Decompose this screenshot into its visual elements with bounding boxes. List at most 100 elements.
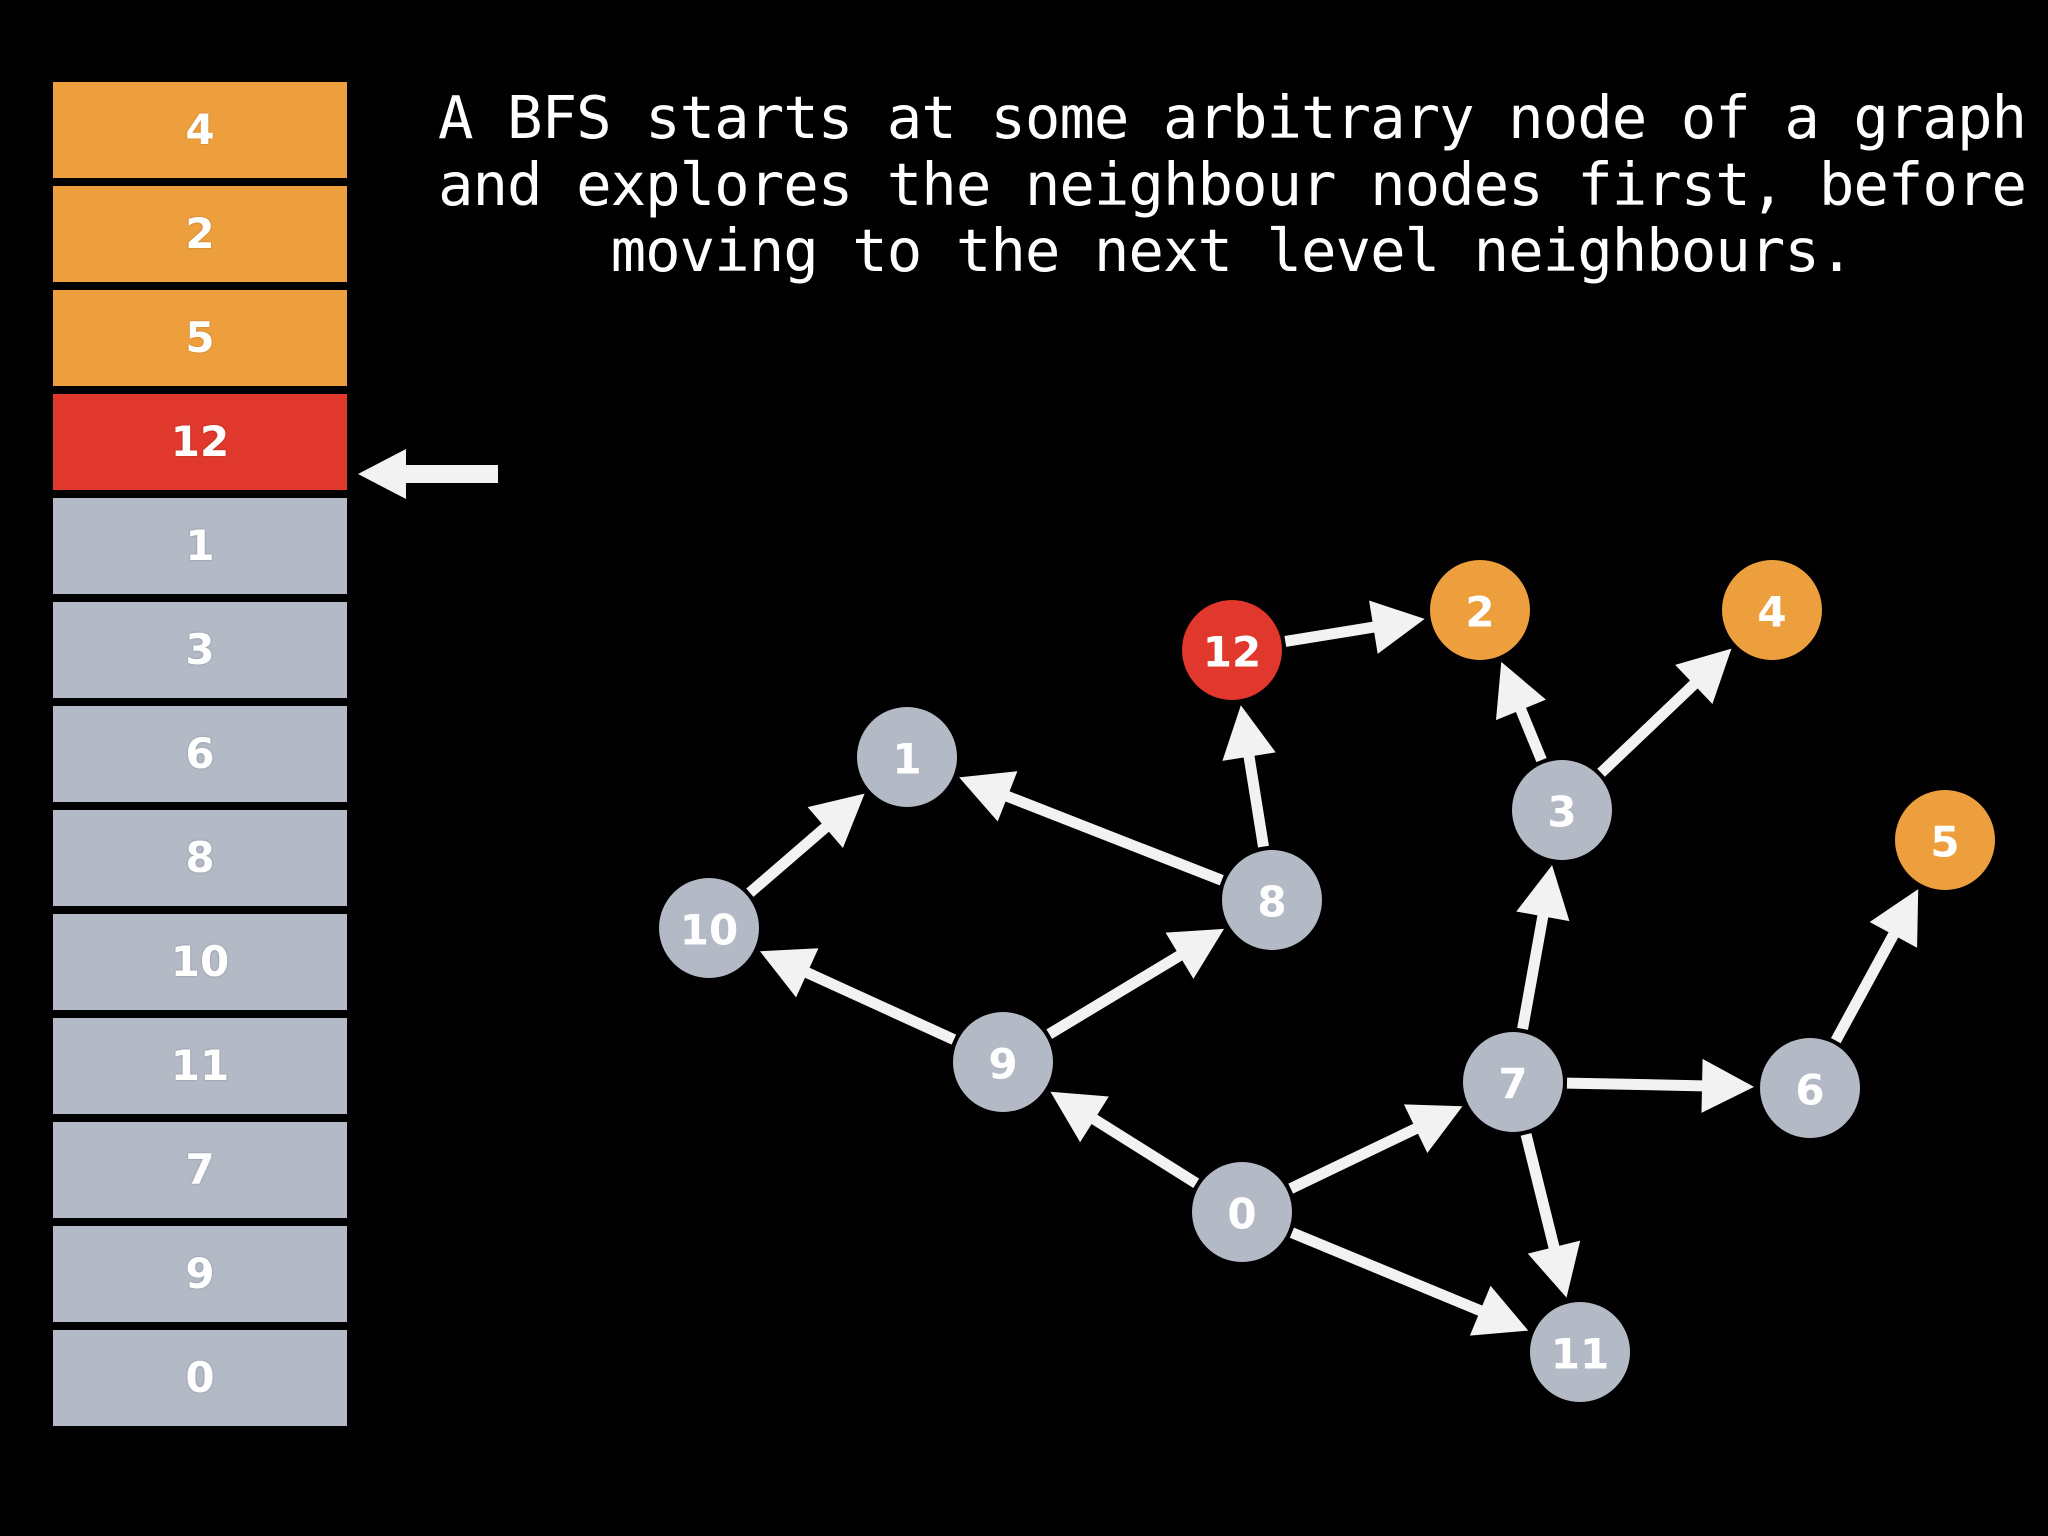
graph-node-circle: [1192, 1162, 1292, 1262]
graph-node-8[interactable]: 8: [1222, 850, 1322, 950]
graph-node-label: 6: [1795, 1066, 1824, 1115]
graph-node-circle: [1895, 790, 1995, 890]
edge-arrowhead-icon: [759, 948, 819, 998]
graph-node-label: 7: [1498, 1060, 1527, 1109]
queue-cell-5[interactable]: 5: [53, 290, 347, 386]
queue-cell-8[interactable]: 8: [53, 810, 347, 906]
edge-arrowhead-icon: [1701, 1058, 1755, 1113]
queue-cell-label: 2: [185, 209, 215, 258]
edge-arrowhead-icon: [959, 771, 1018, 822]
graph-node-3[interactable]: 3: [1512, 760, 1612, 860]
graph-node-1[interactable]: 1: [857, 707, 957, 807]
queue-cell-label: 7: [185, 1145, 215, 1194]
graph-node-label: 0: [1227, 1190, 1256, 1239]
graph-edges: [746, 600, 1919, 1336]
caption-text: A BFS starts at some arbitrary node of a…: [438, 83, 2027, 286]
queue-cell-4[interactable]: 4: [53, 82, 347, 178]
graph-edge-0-to-11: [1289, 1227, 1529, 1336]
queue-cell-9[interactable]: 9: [53, 1226, 347, 1322]
graph-edge-10-to-1: [746, 793, 865, 897]
edge-arrowhead-icon: [1869, 889, 1919, 948]
graph-node-12[interactable]: 12: [1182, 600, 1282, 700]
queue-cell-3[interactable]: 3: [53, 602, 347, 698]
graph-node-5[interactable]: 5: [1895, 790, 1995, 890]
queue-cell-7[interactable]: 7: [53, 1122, 347, 1218]
graph-node-label: 8: [1257, 878, 1286, 927]
graph-node-circle: [1222, 850, 1322, 950]
graph-node-label: 9: [988, 1040, 1017, 1089]
graph-node-0[interactable]: 0: [1192, 1162, 1292, 1262]
graph-node-circle: [1463, 1032, 1563, 1132]
graph-edge-0-to-7: [1288, 1104, 1463, 1194]
graph-node-circle: [1512, 760, 1612, 860]
edge-arrowhead-icon: [1222, 705, 1276, 761]
graph-node-circle: [857, 707, 957, 807]
graph-edge-8-to-1: [959, 771, 1224, 886]
queue-cell-label: 1: [185, 521, 215, 570]
graph-node-circle: [1722, 560, 1822, 660]
graph-node-9[interactable]: 9: [953, 1012, 1053, 1112]
queue-cell-1[interactable]: 1: [53, 498, 347, 594]
edge-arrowhead-icon: [1369, 600, 1425, 654]
graph-node-label: 3: [1547, 788, 1576, 837]
queue-cell-label: 10: [170, 937, 230, 986]
edge-arrowhead-icon: [1469, 1285, 1529, 1336]
graph-node-circle: [1182, 600, 1282, 700]
edge-arrowhead-icon: [1527, 1240, 1581, 1298]
queue-cell-11[interactable]: 11: [53, 1018, 347, 1114]
graph-edge-7-to-3: [1516, 865, 1570, 1030]
queue-cell-10[interactable]: 10: [53, 914, 347, 1010]
graph-node-10[interactable]: 10: [659, 878, 759, 978]
queue-cell-label: 12: [170, 417, 230, 466]
queue-cell-label: 8: [185, 833, 215, 882]
queue-cell-label: 3: [185, 625, 215, 674]
edge-arrowhead-icon: [1403, 1104, 1463, 1154]
queue-cell-label: 9: [185, 1249, 215, 1298]
graph-node-circle: [659, 878, 759, 978]
queue-cell-2[interactable]: 2: [53, 186, 347, 282]
graph-node-label: 10: [680, 906, 738, 955]
edge-arrowhead-icon: [1675, 648, 1732, 705]
graph-edge-7-to-6: [1566, 1058, 1755, 1113]
graph-node-circle: [1430, 560, 1530, 660]
queue-cell-label: 4: [185, 105, 215, 154]
edge-arrowhead-icon: [1516, 865, 1570, 922]
graph-node-7[interactable]: 7: [1463, 1032, 1563, 1132]
graph-edge-9-to-8: [1046, 928, 1225, 1039]
edge-arrowhead-icon: [1165, 928, 1225, 979]
queue-pointer-arrow-icon: [358, 449, 498, 499]
graph-node-label: 1: [892, 735, 921, 784]
graph-node-label: 11: [1551, 1330, 1609, 1379]
queue-cell-12[interactable]: 12: [53, 394, 347, 490]
graph-edge-8-to-12: [1222, 705, 1276, 848]
graph-edge-0-to-9: [1050, 1091, 1200, 1188]
graph-node-circle: [1760, 1038, 1860, 1138]
graph-edge-7-to-11: [1520, 1133, 1581, 1298]
graph-node-label: 5: [1930, 818, 1959, 867]
graph-node-label: 4: [1757, 588, 1786, 637]
graph-edge-6-to-5: [1830, 889, 1919, 1044]
queue-cell-label: 0: [185, 1353, 215, 1402]
edge-arrowhead-icon: [807, 793, 865, 849]
queue-cell-label: 11: [170, 1041, 230, 1090]
queue-cell-0[interactable]: 0: [53, 1330, 347, 1426]
graph-node-label: 2: [1465, 588, 1494, 637]
queue-cell-6[interactable]: 6: [53, 706, 347, 802]
graph-node-circle: [1530, 1302, 1630, 1402]
queue-cell-label: 5: [185, 313, 215, 362]
edge-arrowhead-icon: [1495, 661, 1546, 721]
graph-node-2[interactable]: 2: [1430, 560, 1530, 660]
graph-node-circle: [953, 1012, 1053, 1112]
graph-node-6[interactable]: 6: [1760, 1038, 1860, 1138]
bfs-queue: 4 2 5 12 1 3 6 8 10 11 7 9 0: [53, 82, 347, 1434]
graph-node-label: 12: [1203, 628, 1261, 677]
graph-node-11[interactable]: 11: [1530, 1302, 1630, 1402]
edge-arrowhead-icon: [1050, 1091, 1109, 1143]
graph-edge-3-to-4: [1597, 648, 1732, 777]
graph-edge-3-to-2: [1495, 661, 1547, 763]
graph-node-4[interactable]: 4: [1722, 560, 1822, 660]
queue-cell-label: 6: [185, 729, 215, 778]
graph-edge-9-to-10: [759, 948, 957, 1045]
